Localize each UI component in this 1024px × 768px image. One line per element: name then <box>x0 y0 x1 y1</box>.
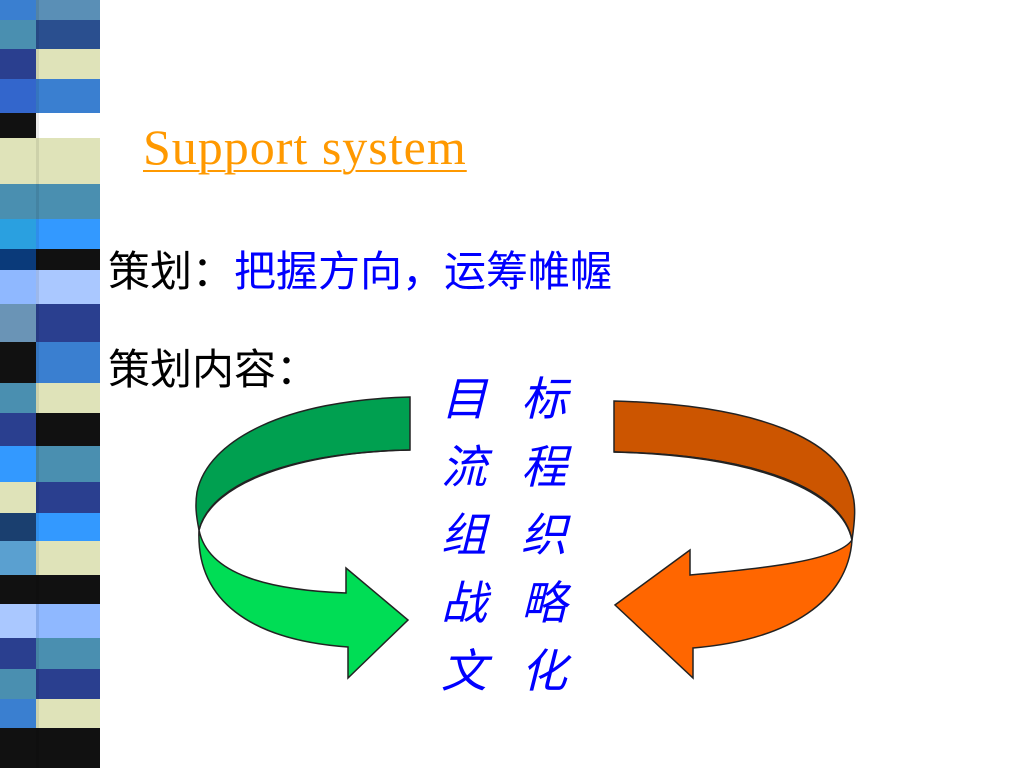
stripe-segment <box>0 49 100 79</box>
stripe-segment <box>0 698 100 729</box>
stripe-segment <box>0 412 100 447</box>
planning-label: 策划： <box>108 247 235 296</box>
green-arrow-top-face <box>195 396 411 531</box>
stripe-segment <box>0 574 100 605</box>
planning-content-list: 目标流程组织战略文化 <box>424 365 584 705</box>
orange-arrow-body <box>613 451 853 680</box>
stripe-segment <box>0 341 100 383</box>
stripe-segment <box>0 112 100 139</box>
content-char: 文 <box>441 644 487 698</box>
content-item: 组织 <box>424 501 584 569</box>
content-item: 流程 <box>424 433 584 501</box>
content-item: 文化 <box>424 637 584 705</box>
content-char: 战 <box>441 576 487 630</box>
content-char: 标 <box>521 372 567 426</box>
stripe-segment <box>0 248 100 271</box>
stripe-segment <box>0 219 100 249</box>
stripe-segment <box>0 78 100 113</box>
content-char: 目 <box>441 372 487 426</box>
stripe-segment <box>0 19 100 50</box>
decorative-stripe <box>0 0 100 768</box>
stripe-segment <box>0 604 100 638</box>
planning-line: 策划：把握方向，运筹帷幄 <box>108 238 612 299</box>
planning-content-label: 策划内容： <box>108 345 319 394</box>
stripe-segment <box>0 637 100 670</box>
content-char: 略 <box>521 576 567 630</box>
content-char: 程 <box>521 440 567 494</box>
orange-arrow-top-face <box>613 400 856 541</box>
stripe-segment <box>0 540 100 575</box>
stripe-segment <box>0 304 100 342</box>
content-char: 织 <box>521 508 567 562</box>
stripe-segment <box>0 446 100 482</box>
green-arrow-body <box>198 449 411 680</box>
stripe-segment <box>0 481 100 514</box>
slide-title: Support system <box>143 119 467 175</box>
content-item: 战略 <box>424 569 584 637</box>
stripe-segment <box>0 138 100 184</box>
stripe-shadow <box>36 0 39 768</box>
stripe-segment <box>0 669 100 699</box>
content-item: 目标 <box>424 365 584 433</box>
content-char: 化 <box>521 644 567 698</box>
stripe-segment <box>0 728 100 768</box>
stripe-segment <box>0 0 100 20</box>
stripe-segment <box>0 270 100 305</box>
content-char: 流 <box>441 440 487 494</box>
stripe-segment <box>0 513 100 541</box>
content-char: 组 <box>441 508 487 562</box>
planning-value: 把握方向，运筹帷幄 <box>234 247 613 296</box>
stripe-segment <box>0 183 100 220</box>
stripe-segment <box>0 383 100 413</box>
